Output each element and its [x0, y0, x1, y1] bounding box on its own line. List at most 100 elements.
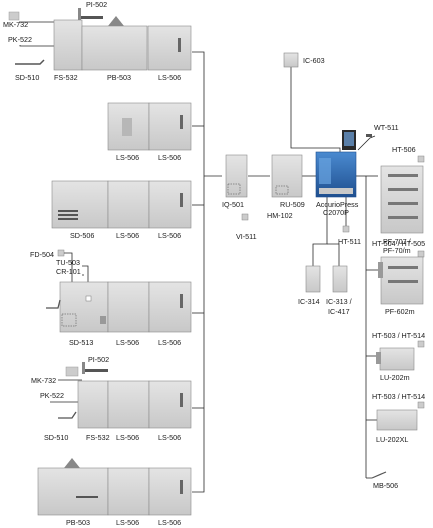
sd510-tray — [15, 59, 45, 65]
ht503-unit — [417, 340, 425, 348]
accuriopress-engine: AccurioPress C2070P — [315, 130, 359, 217]
sd513-bin — [61, 313, 77, 327]
ic603-unit — [283, 52, 299, 68]
pi502-label: PI-502 — [88, 355, 109, 364]
mb506-tray — [371, 471, 387, 479]
mk732-label: MK-732 — [31, 376, 56, 385]
pf707-drawer — [388, 188, 418, 191]
sd510-label: SD-510 — [44, 433, 68, 442]
ls506-label: LS-506 — [158, 231, 181, 240]
pf602m-drawer — [388, 280, 418, 283]
pf602m-drawer — [388, 266, 418, 269]
ls506-handle — [180, 193, 183, 207]
ic313-label: IC-313 / — [326, 297, 352, 306]
sd510-label: SD-510 — [15, 73, 39, 82]
ls506-handle — [180, 115, 183, 129]
ls506-unit — [107, 380, 150, 429]
pb503-tray — [64, 458, 80, 468]
ls506-unit — [148, 102, 192, 151]
ic603-label: IC-603 — [303, 56, 325, 65]
ls506-unit — [107, 180, 150, 229]
ht506-label: HT-506 — [392, 145, 416, 154]
ru509-unit — [271, 154, 303, 198]
iq501-unit — [225, 154, 248, 198]
pf707-unit — [380, 165, 424, 234]
ls506-label: LS-506 — [158, 73, 181, 82]
ht503-label: HT-503 / HT-514 — [372, 392, 425, 401]
ru509-label: RU-509 — [280, 200, 305, 209]
pb503-unit — [37, 467, 109, 516]
ht504-label-main: HT-504 / HT-505 — [372, 239, 425, 248]
row-6-configuration: PB-503 LS-506 LS-506 — [37, 458, 192, 527]
ht504-unit — [417, 250, 425, 258]
sd506-tray — [58, 210, 78, 212]
sd513-unit — [59, 281, 109, 333]
pf707-drawer — [388, 216, 418, 219]
pi502-tray — [79, 16, 103, 19]
pi502-label: PI-502 — [86, 0, 107, 9]
hm102-label: HM-102 — [267, 211, 293, 220]
lu202m-unit — [379, 347, 415, 371]
pb503-tray — [108, 16, 124, 26]
ic417-label: IC-417 — [328, 307, 350, 316]
pb503-label: PB-503 — [66, 518, 90, 527]
sd506-unit — [51, 180, 109, 229]
ht506-unit — [417, 155, 425, 163]
ht511-unit — [342, 225, 350, 233]
ic313-unit — [332, 265, 348, 293]
ls506-unit — [107, 281, 150, 333]
wt511-label: WT-511 — [374, 123, 399, 132]
pf707-label: PF-707 / — [383, 237, 411, 246]
pk522-label: PK-522 — [8, 35, 32, 44]
pk522-label: PK-522 — [40, 391, 64, 400]
ls506-unit — [148, 281, 192, 333]
pf707-drawer — [388, 202, 418, 205]
wt511-tray — [366, 134, 372, 137]
cr101-label: CR-101 — [56, 267, 81, 276]
fs532-unit — [53, 19, 83, 71]
pi502-tray — [84, 369, 108, 372]
fs532-unit — [77, 380, 109, 429]
press-model-label: C2070P — [323, 208, 349, 217]
ls506-label: LS-506 — [158, 518, 181, 527]
pb503-unit — [81, 25, 148, 71]
ls506-label: LS-506 — [158, 433, 181, 442]
pi502-arm — [82, 362, 85, 374]
vi511-unit — [241, 213, 249, 221]
ls506-unit — [148, 380, 192, 429]
row-4-configuration: FD-504 TU-503 CR-101 SD-513 LS-506 LS-50… — [30, 249, 192, 347]
ls506-unit — [107, 467, 150, 516]
lu202xl-unit — [376, 409, 418, 431]
connector-lines — [192, 51, 378, 493]
press-window — [319, 158, 331, 184]
mk732-unit — [8, 11, 20, 21]
ls506-unit — [148, 180, 192, 229]
ls506-handle — [180, 294, 183, 308]
ls506-unit — [147, 25, 192, 71]
ls506-label: LS-506 — [158, 153, 181, 162]
lu202xl-label: LU-202XL — [376, 435, 408, 444]
iq501-sensor — [227, 183, 241, 195]
ht514-unit — [417, 401, 425, 409]
ic314-label: IC-314 — [298, 297, 320, 306]
row-3-configuration: SD-506 LS-506 LS-506 — [51, 180, 192, 240]
hm102-unit — [275, 185, 289, 195]
sd506-tray — [58, 218, 78, 220]
ht503-label: HT-503 / HT-514 — [372, 331, 425, 340]
row-5-configuration: PI-502 MK-732 PK-522 SD-510 FS-532 LS-50… — [31, 355, 192, 442]
pb503-slot — [76, 496, 98, 498]
lu202m-label: LU-202m — [380, 373, 410, 382]
ic314-unit — [305, 265, 321, 293]
ls506-handle — [180, 393, 183, 407]
sd506-label: SD-506 — [70, 231, 94, 240]
press-name-label: AccurioPress — [316, 200, 359, 209]
ls506-handle — [180, 480, 183, 494]
mk732-unit — [65, 366, 79, 377]
lu202m-side — [376, 352, 381, 364]
ls506-unit — [148, 467, 192, 516]
row-2-configuration: LS-506 LS-506 — [107, 102, 192, 162]
iq501-label: IQ-501 — [222, 200, 244, 209]
pf602m-side — [378, 262, 383, 278]
fs532-label: FS-532 — [54, 73, 78, 82]
